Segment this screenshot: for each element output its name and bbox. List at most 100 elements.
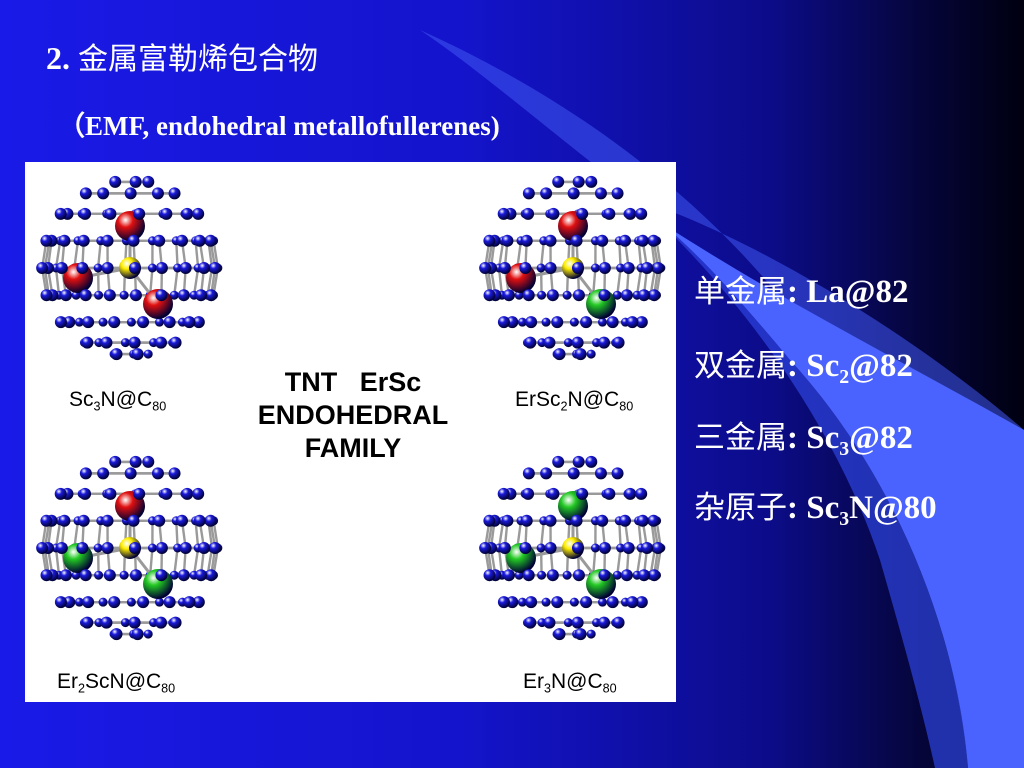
carbon-atom	[98, 317, 108, 327]
carbon-atom	[82, 316, 95, 329]
carbon-atom	[569, 317, 579, 327]
carbon-atom	[104, 207, 117, 220]
carbon-atom	[498, 262, 511, 274]
carbon-atom	[179, 262, 192, 274]
carbon-atom	[598, 569, 611, 582]
carbon-atom	[155, 289, 168, 302]
carbon-atom	[108, 316, 121, 329]
carbon-atom	[616, 263, 626, 273]
carbon-atom	[193, 234, 206, 247]
carbon-atom	[563, 618, 573, 628]
carbon-atom	[151, 187, 164, 200]
carbon-atom	[76, 262, 89, 274]
carbon-atom	[119, 570, 129, 580]
bond	[96, 520, 102, 549]
carbon-atom	[101, 514, 114, 527]
carbon-atom	[153, 234, 166, 247]
carbon-atom	[571, 616, 584, 629]
carbon-atom	[176, 514, 189, 527]
carbon-atom	[506, 596, 519, 609]
carbon-atom	[563, 338, 573, 348]
carbon-atom	[483, 514, 496, 527]
carbon-atom	[79, 467, 92, 480]
carbon-atom	[169, 616, 182, 629]
carbon-atom	[177, 569, 190, 582]
bond	[497, 267, 504, 296]
carbon-atom	[648, 289, 661, 302]
carbon-atom	[537, 290, 547, 300]
family-caption: TNT ErSc ENDOHEDRAL FAMILY	[235, 366, 471, 465]
bond	[616, 267, 622, 296]
carbon-atom	[596, 234, 609, 247]
carbon-atom	[606, 316, 619, 329]
carbon-atom	[597, 317, 607, 327]
label-ersc2n-c80: ErSc2N@C80	[515, 388, 634, 414]
carbon-atom	[133, 207, 146, 220]
carbon-atom	[204, 514, 217, 527]
carbon-atom	[160, 487, 173, 500]
carbon-atom	[82, 596, 95, 609]
carbon-atom	[590, 263, 600, 273]
carbon-atom	[77, 514, 90, 527]
carbon-atom	[483, 289, 496, 302]
carbon-atom	[553, 628, 566, 641]
carbon-atom	[97, 467, 110, 480]
carbon-atom	[648, 569, 661, 582]
carbon-atom	[519, 262, 532, 274]
carbon-atom	[572, 289, 585, 302]
carbon-atom	[522, 467, 535, 480]
carbon-atom	[576, 487, 589, 500]
carbon-atom	[119, 290, 129, 300]
carbon-atom	[79, 207, 92, 220]
carbon-atom	[54, 316, 67, 329]
carbon-atom	[502, 569, 515, 582]
carbon-atom	[603, 487, 616, 500]
carbon-atom	[541, 317, 551, 327]
carbon-atom	[497, 596, 510, 609]
bond	[497, 520, 505, 549]
carbon-atom	[81, 336, 94, 349]
carbon-atom	[574, 628, 587, 641]
slide-title: 2. 金属富勒烯包合物	[46, 34, 318, 78]
carbon-atom	[128, 616, 141, 629]
carbon-atom	[553, 348, 566, 361]
carbon-atom	[205, 289, 218, 302]
carbon-atom	[647, 514, 660, 527]
carbon-atom	[97, 187, 110, 200]
carbon-atom	[586, 629, 596, 639]
carbon-atom	[98, 597, 108, 607]
carbon-atom	[585, 455, 598, 468]
carbon-atom	[517, 317, 527, 327]
carbon-atom	[635, 596, 648, 609]
carbon-atom	[58, 234, 71, 247]
carbon-atom	[129, 289, 142, 302]
carbon-atom	[525, 316, 538, 329]
carbon-atom	[612, 616, 625, 629]
carbon-atom	[585, 175, 598, 188]
bond	[497, 547, 504, 576]
carbon-atom	[620, 569, 633, 582]
carbon-atom	[551, 596, 564, 609]
carbon-atom	[522, 569, 535, 582]
carbon-atom	[619, 514, 632, 527]
carbon-atom	[176, 234, 189, 247]
carbon-atom	[209, 542, 222, 554]
bond	[148, 267, 154, 296]
bond	[54, 240, 62, 269]
carbon-atom	[142, 175, 155, 188]
carbon-atom	[192, 316, 205, 329]
carbon-atom	[155, 569, 168, 582]
carbon-atom	[40, 289, 53, 302]
carbon-atom	[192, 487, 205, 500]
bond	[618, 240, 622, 269]
carbon-atom	[620, 289, 633, 302]
carbon-atom	[603, 207, 616, 220]
carbon-atom	[59, 289, 72, 302]
carbon-atom	[647, 234, 660, 247]
carbon-atom	[546, 569, 559, 582]
list-item-double-metal: 双金属: Sc2@82	[694, 348, 913, 388]
carbon-atom	[120, 338, 130, 348]
carbon-atom	[126, 317, 136, 327]
carbon-atom	[155, 542, 168, 554]
